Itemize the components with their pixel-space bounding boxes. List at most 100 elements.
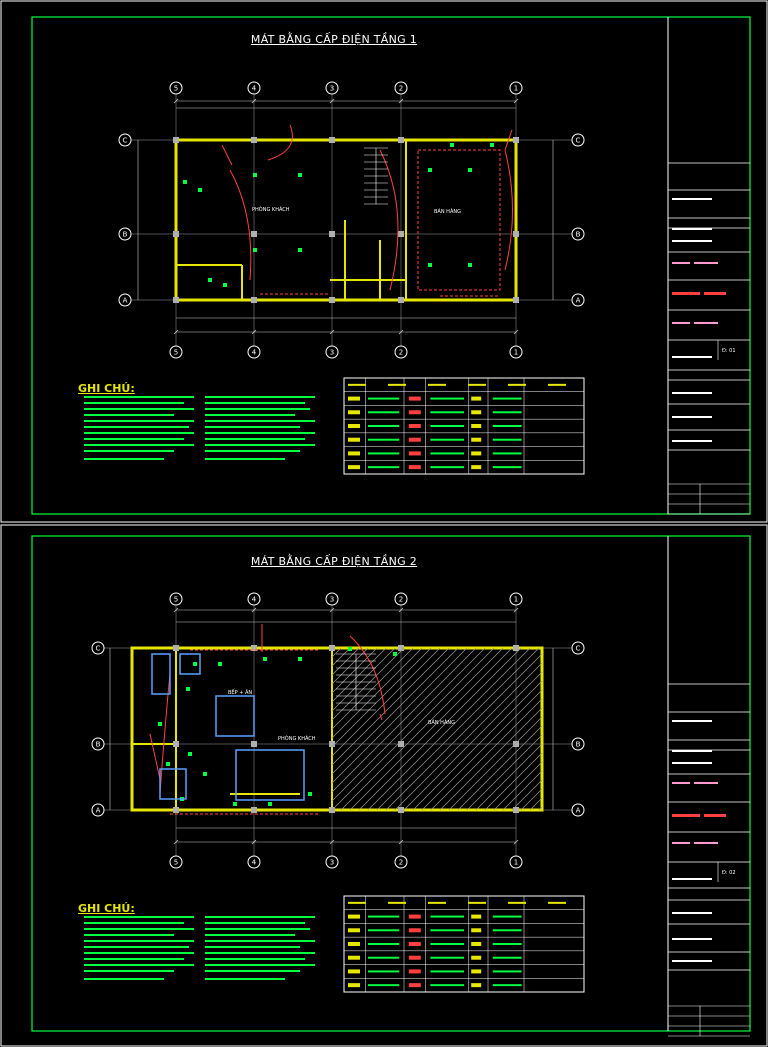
sheet-1-title: MÁT BẰNG CẤP ĐIỆN TẦNG 1: [250, 33, 418, 46]
grid-bubble-left-B-label: B: [123, 231, 128, 239]
structural-column: [251, 137, 257, 143]
note-text-line: [205, 940, 315, 942]
note-text-line: [205, 952, 315, 954]
outer-frame: [0, 0, 768, 523]
legend-symbol: [348, 914, 360, 919]
hatch-line: [475, 743, 543, 811]
legend-description: [430, 970, 464, 973]
light-fixture: [450, 143, 454, 147]
grid-bubble-bottom-2-label: 2: [399, 859, 403, 867]
grid-bubble-top-1-circle: [509, 81, 523, 95]
light-fixture: [203, 772, 207, 776]
title-block-text: [672, 878, 712, 880]
dimension-tick: [173, 607, 179, 613]
note-text-line: [84, 978, 164, 980]
note-text-line: [205, 414, 295, 416]
legend-description: [368, 929, 400, 932]
note-text-line: [84, 946, 189, 948]
hatch-line: [403, 671, 543, 811]
legend-description: [368, 984, 400, 987]
light-fixture: [348, 647, 352, 651]
grid-bubble-left-B-circle: [91, 737, 105, 751]
hatch-line: [331, 647, 396, 712]
note-text-line: [205, 978, 285, 980]
structural-column: [251, 645, 257, 651]
legend-header: [508, 383, 526, 386]
grid-bubble-right-B-label: B: [576, 231, 581, 239]
legend-symbol: [348, 928, 360, 933]
legend-symbol: [348, 424, 360, 428]
legend-description: [430, 929, 464, 932]
note-text-line: [205, 964, 315, 966]
hatch-line: [358, 647, 522, 811]
legend-symbol: [408, 465, 421, 470]
dimension-tick: [251, 329, 257, 335]
legend-symbol: [408, 983, 421, 988]
legend-description: [430, 956, 464, 959]
hatch-line: [430, 698, 543, 811]
light-fixture: [428, 263, 432, 267]
grid-bubble-bottom-5-circle: [169, 345, 183, 359]
structural-column: [398, 645, 404, 651]
dimension-tick: [513, 607, 519, 613]
structural-column: [329, 137, 335, 143]
grid-bubble-bottom-4-circle: [247, 855, 261, 869]
dimension-tick: [513, 98, 519, 104]
structural-column: [251, 807, 257, 813]
title-block-text: [672, 762, 712, 764]
grid-bubble-bottom-2-label: 2: [399, 349, 403, 357]
light-fixture: [233, 802, 237, 806]
note-text-line: [84, 970, 174, 972]
legend-header: [348, 901, 366, 904]
dimension-tick: [173, 98, 179, 104]
grid-bubble-right-C-label: C: [576, 137, 581, 145]
title-block-text: [672, 960, 712, 962]
note-text-line: [205, 444, 315, 446]
structural-column: [173, 645, 179, 651]
grid-bubble-right-A-circle: [571, 803, 585, 817]
electrical-wire: [149, 733, 161, 780]
drawing-border: [31, 535, 751, 1032]
legend-symbol: [348, 396, 360, 401]
legend-symbol: [471, 983, 482, 988]
hatch-line: [439, 707, 543, 811]
hatch-line: [331, 647, 459, 775]
grid-bubble-bottom-1-circle: [509, 855, 523, 869]
grid-bubble-top-4-label: 4: [252, 596, 257, 604]
legend-symbol: [471, 969, 482, 974]
legend-table: [343, 895, 585, 993]
legend-description: [492, 984, 522, 987]
note-text-line: [84, 934, 174, 936]
legend-symbol: [348, 437, 360, 442]
drawing-border: [31, 16, 751, 515]
hatch-line: [457, 725, 543, 811]
grid-bubble-bottom-5-label: 5: [174, 349, 178, 357]
legend-symbol: [408, 437, 421, 442]
light-fixture: [308, 792, 312, 796]
grid-bubble-left-C-circle: [118, 133, 132, 147]
title-block-text: [672, 198, 712, 200]
structural-column: [251, 741, 257, 747]
electrical-wire-dashed: [417, 149, 501, 291]
legend-header: [428, 383, 446, 386]
hatch-line: [331, 647, 405, 721]
title-block-label: [694, 322, 718, 324]
legend-symbol: [348, 942, 360, 946]
hatch-line: [340, 647, 504, 811]
hatch-line: [520, 788, 543, 811]
legend-symbol: [408, 969, 421, 974]
structural-column: [398, 137, 404, 143]
light-fixture: [166, 762, 170, 766]
hatch-line: [349, 647, 513, 811]
title-block-text: [672, 750, 712, 752]
hatch-line: [421, 689, 543, 811]
legend-symbol: [471, 465, 482, 470]
structural-column: [173, 741, 179, 747]
note-text-line: [84, 420, 194, 422]
legend-symbol: [348, 969, 360, 974]
note-text-line: [205, 928, 310, 930]
hatch-line: [484, 752, 543, 811]
hatch-line: [511, 779, 543, 811]
note-text-line: [205, 438, 305, 440]
